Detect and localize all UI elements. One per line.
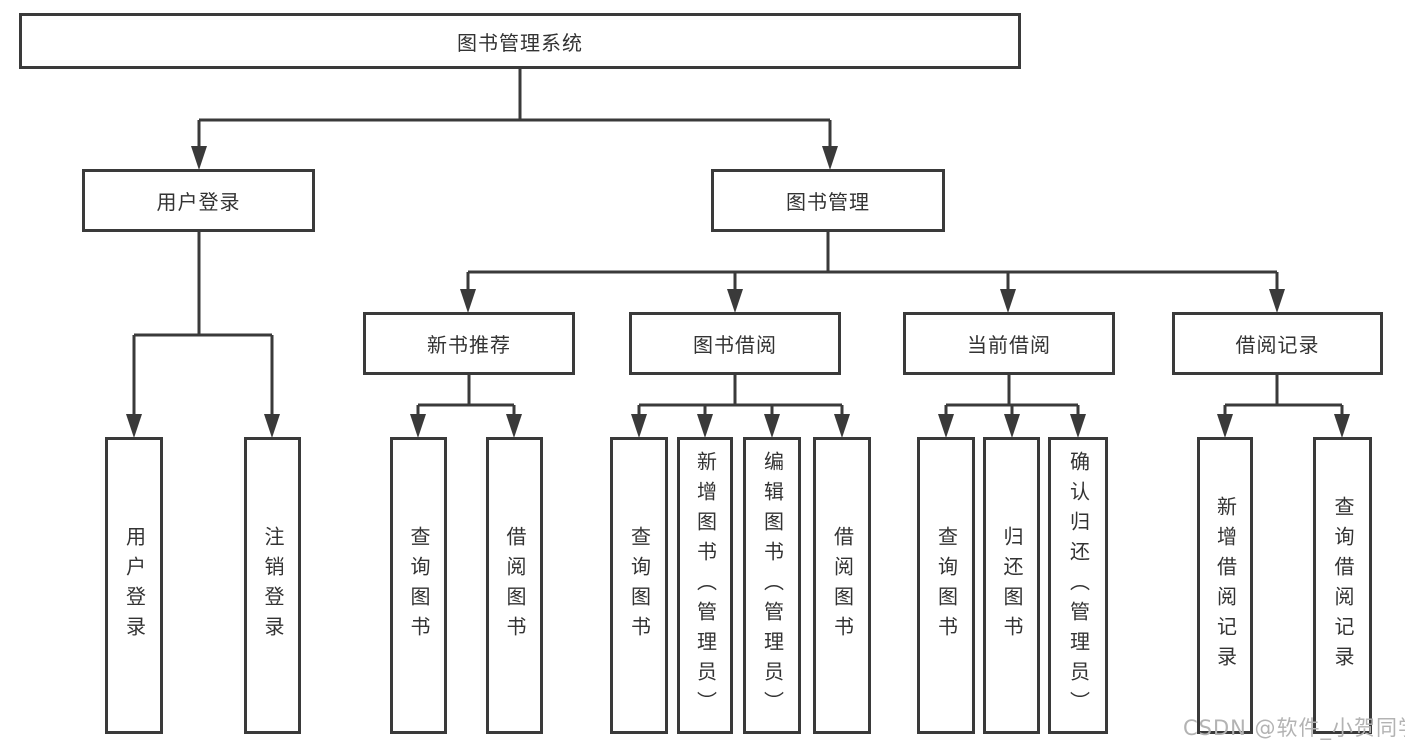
leaf-label: 注销登录	[261, 525, 285, 646]
arrowhead	[126, 414, 142, 438]
leaf-label: 查询图书	[627, 525, 652, 646]
leaf-label: 确认归还（管理员）	[1066, 450, 1091, 721]
leaf-label: 借阅图书	[503, 525, 527, 646]
arrowhead	[1000, 289, 1016, 313]
leaf-add-books-admin: 新增图书（管理员）	[677, 437, 733, 734]
leaf-query-borrow-record: 查询借阅记录	[1313, 437, 1372, 734]
arrowhead	[764, 414, 780, 438]
arrowhead	[938, 414, 954, 438]
connector-borrowing-records	[1223, 375, 1344, 416]
csdn-watermark: CSDN @软件_小贺同学	[1183, 716, 1405, 740]
leaf-borrow-books: 借阅图书	[813, 437, 871, 734]
leaf-query-books-borrowing: 查询图书	[610, 437, 668, 734]
leaf-label: 查询图书	[934, 525, 959, 646]
arrowhead	[822, 146, 838, 170]
node-book-management: 图书管理	[711, 169, 945, 232]
arrowhead	[410, 414, 426, 438]
arrowhead	[1070, 414, 1086, 438]
arrowhead	[1269, 289, 1285, 313]
node-current-borrowing: 当前借阅	[903, 312, 1115, 375]
node-user-login: 用户登录	[82, 169, 315, 232]
leaf-label: 新增图书（管理员）	[693, 450, 718, 721]
leaf-query-books-current: 查询图书	[917, 437, 975, 734]
leaf-label: 归还图书	[1000, 525, 1024, 646]
leaf-edit-books-admin: 编辑图书（管理员）	[743, 437, 801, 734]
node-borrowing-records: 借阅记录	[1172, 312, 1383, 375]
leaf-return-books: 归还图书	[983, 437, 1040, 734]
node-book-borrowing: 图书借阅	[629, 312, 841, 375]
arrowhead	[697, 414, 713, 438]
arrowhead	[506, 414, 522, 438]
arrowhead	[191, 146, 207, 170]
arrowhead	[1004, 414, 1020, 438]
leaf-label: 查询图书	[407, 525, 431, 646]
connector-user-login	[132, 232, 274, 416]
leaf-logout: 注销登录	[244, 437, 301, 734]
connector-book-borrowing	[637, 375, 844, 416]
connector-root	[197, 68, 832, 148]
leaf-label: 用户登录	[122, 525, 147, 646]
leaf-add-borrow-record: 新增借阅记录	[1197, 437, 1253, 734]
leaf-label: 借阅图书	[830, 525, 855, 646]
leaf-user-login: 用户登录	[105, 437, 163, 734]
arrowhead	[1217, 414, 1233, 438]
connector-new-book-recommendation	[416, 375, 516, 416]
arrowhead	[631, 414, 647, 438]
arrowhead	[264, 414, 280, 438]
arrowhead	[1334, 414, 1350, 438]
arrowhead	[727, 289, 743, 313]
connector-book-management	[466, 232, 1279, 291]
leaf-label: 编辑图书（管理员）	[760, 450, 785, 721]
arrowhead	[460, 289, 476, 313]
leaf-borrow-books-recommend: 借阅图书	[486, 437, 543, 734]
leaf-label: 新增借阅记录	[1213, 495, 1238, 676]
node-new-book-recommendation: 新书推荐	[363, 312, 575, 375]
leaf-query-books-recommend: 查询图书	[390, 437, 447, 734]
node-library-management-system: 图书管理系统	[19, 13, 1021, 69]
arrowhead	[834, 414, 850, 438]
leaf-confirm-return-admin: 确认归还（管理员）	[1048, 437, 1108, 734]
connector-current-borrowing	[944, 375, 1080, 416]
leaf-label: 查询借阅记录	[1331, 495, 1355, 676]
